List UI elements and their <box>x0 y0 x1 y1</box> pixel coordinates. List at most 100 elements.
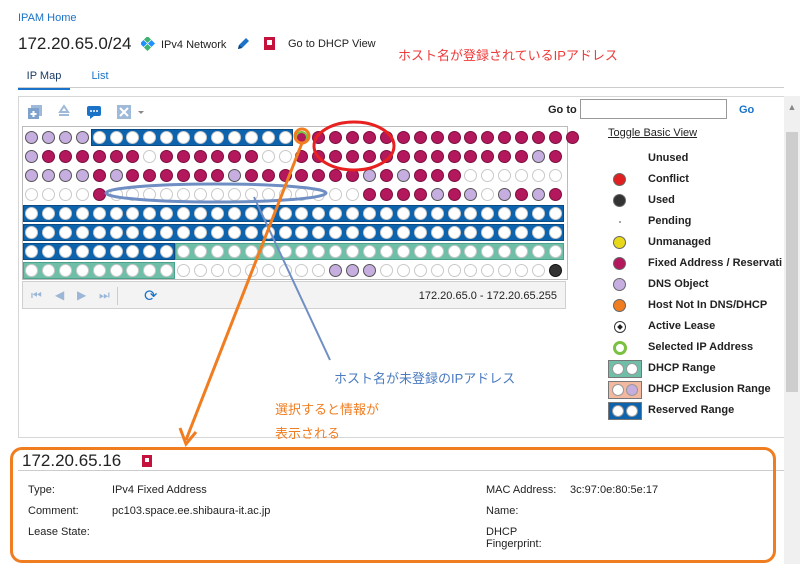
ip-cell[interactable] <box>346 245 360 258</box>
ip-cell[interactable] <box>227 207 241 220</box>
ip-cell[interactable] <box>261 264 275 277</box>
ip-cell[interactable] <box>532 264 545 277</box>
ip-cell[interactable] <box>227 169 241 182</box>
ip-cell[interactable] <box>92 207 106 220</box>
ip-cell[interactable] <box>75 207 89 220</box>
ip-cell[interactable] <box>515 226 529 239</box>
scrollbar-thumb[interactable] <box>786 132 798 392</box>
ip-cell[interactable] <box>194 264 207 277</box>
ip-cell[interactable] <box>481 169 495 182</box>
ip-cell[interactable] <box>109 131 123 144</box>
ip-cell[interactable] <box>210 226 224 239</box>
recycle-icon[interactable] <box>56 104 72 120</box>
ip-cell[interactable] <box>278 245 292 258</box>
ip-cell[interactable] <box>481 245 495 258</box>
ip-cell[interactable] <box>278 226 292 239</box>
ip-cell[interactable] <box>312 150 326 163</box>
ip-cell[interactable] <box>329 150 343 163</box>
ip-cell[interactable] <box>109 264 123 277</box>
ip-cell[interactable] <box>278 264 292 277</box>
ip-cell[interactable] <box>244 226 258 239</box>
ip-cell[interactable] <box>227 264 241 277</box>
ip-cell[interactable] <box>143 188 157 201</box>
ip-cell[interactable] <box>548 245 562 258</box>
ip-cell[interactable] <box>346 150 360 163</box>
ip-cell[interactable] <box>548 131 562 144</box>
ip-cell[interactable] <box>227 131 241 144</box>
ip-cell[interactable] <box>346 207 360 220</box>
ip-cell[interactable] <box>58 226 72 239</box>
ip-cell[interactable] <box>109 169 123 182</box>
ip-cell[interactable] <box>447 169 461 182</box>
ip-cell[interactable] <box>447 264 461 277</box>
ip-cell[interactable] <box>498 169 512 182</box>
ip-cell[interactable] <box>41 245 55 258</box>
ip-cell[interactable] <box>244 188 258 201</box>
ip-cell[interactable] <box>160 245 174 258</box>
ip-cell[interactable] <box>430 207 444 220</box>
ip-cell[interactable] <box>58 264 72 277</box>
ip-cell[interactable] <box>210 264 224 277</box>
ip-cell[interactable] <box>481 131 495 144</box>
ip-cell[interactable] <box>464 131 478 144</box>
ip-cell[interactable] <box>210 207 224 220</box>
ip-cell[interactable] <box>58 169 72 182</box>
ip-cell[interactable] <box>447 245 461 258</box>
ip-cell[interactable] <box>194 245 207 258</box>
ip-cell[interactable] <box>329 131 343 144</box>
ip-cell[interactable] <box>177 188 191 201</box>
ip-cell[interactable] <box>177 131 191 144</box>
ip-cell[interactable] <box>160 131 174 144</box>
ip-cell[interactable] <box>278 131 292 144</box>
ip-cell[interactable] <box>75 264 89 277</box>
ip-cell[interactable] <box>177 207 191 220</box>
ip-cell[interactable] <box>295 150 309 163</box>
ip-cell[interactable] <box>515 150 529 163</box>
ip-cell[interactable] <box>396 131 410 144</box>
tab-ip-map[interactable]: IP Map <box>18 66 70 90</box>
ip-cell[interactable] <box>363 131 376 144</box>
ip-cell[interactable] <box>58 188 72 201</box>
ip-cell[interactable] <box>515 188 529 201</box>
ip-cell[interactable] <box>92 169 106 182</box>
ip-cell[interactable] <box>379 226 393 239</box>
ipam-home-link[interactable]: IPAM Home <box>18 12 77 24</box>
ip-cell[interactable] <box>109 188 123 201</box>
ip-cell[interactable] <box>126 264 140 277</box>
ip-cell[interactable] <box>379 264 393 277</box>
ip-cell[interactable] <box>312 188 326 201</box>
ip-cell[interactable] <box>464 226 478 239</box>
ip-cell[interactable] <box>430 131 444 144</box>
ip-cell[interactable] <box>92 131 106 144</box>
ip-cell[interactable] <box>25 207 38 220</box>
ip-cell[interactable] <box>244 264 258 277</box>
ip-cell[interactable] <box>227 245 241 258</box>
ip-cell[interactable] <box>143 169 157 182</box>
add-icon[interactable] <box>27 104 43 120</box>
ip-cell[interactable] <box>126 245 140 258</box>
ip-cell[interactable] <box>548 188 562 201</box>
ip-cell[interactable] <box>160 150 174 163</box>
ip-cell[interactable] <box>126 131 140 144</box>
ip-cell[interactable] <box>295 264 309 277</box>
ip-cell[interactable] <box>396 245 410 258</box>
ip-cell[interactable] <box>41 264 55 277</box>
ip-cell[interactable] <box>75 169 89 182</box>
ip-cell[interactable] <box>413 264 427 277</box>
ip-cell[interactable] <box>430 169 444 182</box>
tab-list[interactable]: List <box>91 70 109 82</box>
ip-cell[interactable] <box>41 188 55 201</box>
ip-cell[interactable] <box>75 150 89 163</box>
ip-cell[interactable] <box>481 150 495 163</box>
ip-cell[interactable] <box>126 207 140 220</box>
ip-cell[interactable] <box>379 245 393 258</box>
ip-cell[interactable] <box>498 207 512 220</box>
ip-cell[interactable] <box>177 150 191 163</box>
ip-cell[interactable] <box>261 169 275 182</box>
ip-cell[interactable] <box>194 207 207 220</box>
ip-cell[interactable] <box>430 188 444 201</box>
ip-cell[interactable] <box>126 150 140 163</box>
ip-cell[interactable] <box>498 188 512 201</box>
ip-cell[interactable] <box>41 226 55 239</box>
ip-cell[interactable] <box>75 188 89 201</box>
